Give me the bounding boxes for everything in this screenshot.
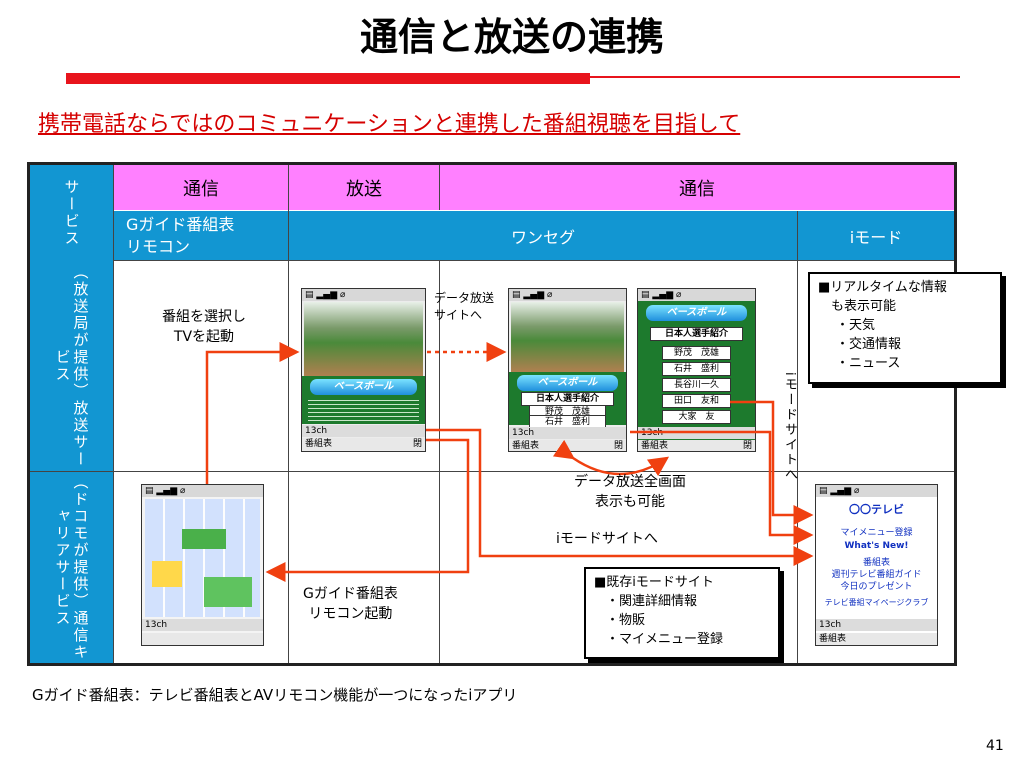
status-channel-5: 13ch xyxy=(819,620,842,630)
page-number: 41 xyxy=(986,738,1004,754)
row1-label-cell: （放送局が提供）放送サービス xyxy=(30,260,113,471)
player-1: 野茂 茂雄 xyxy=(662,346,731,360)
bottom-left-softkey-2: 番組表 xyxy=(512,441,540,451)
baseball-banner: ベースボール xyxy=(310,379,417,395)
callout-realtime-item-news: ・ニュース xyxy=(836,356,901,371)
player-2: 石井 盛利 xyxy=(662,362,731,376)
arrow-list-to-imode xyxy=(730,400,814,525)
imode-item-2: What's New! xyxy=(844,541,909,551)
baseball-banner-3: ベースボール xyxy=(646,305,747,321)
arrow-gguide-to-tv xyxy=(205,342,300,484)
service-label: サービス xyxy=(62,178,81,247)
player-header-3: 日本人選手紹介 xyxy=(650,327,743,341)
header-oneseg: ワンセグ xyxy=(289,211,797,260)
bottom-right-softkey: 閉 xyxy=(412,439,422,449)
footnote: Gガイド番組表：テレビ番組表とAVリモコン機能が一つになったiアプリ xyxy=(32,686,518,704)
note-select-program: 番組を選択し TVを起動 xyxy=(162,309,246,345)
callout-existing-item-details: ・関連詳細情報 xyxy=(606,594,698,609)
callout-realtime-info: ■リアルタイムな情報 も表示可能 ・天気 ・交通情報 ・ニュース xyxy=(808,272,1002,384)
imode-item-6: テレビ番組マイページクラブ xyxy=(824,598,929,607)
player-5: 大家 友 xyxy=(662,410,731,424)
baseball-banner-2: ベースボール xyxy=(517,375,618,391)
player-3: 長谷川一久 xyxy=(662,378,731,392)
callout-realtime-item-traffic: ・交通情報 xyxy=(836,337,902,352)
arrow-tv-to-imode xyxy=(426,428,814,566)
note-gguide-remote: Gガイド番組表 リモコン起動 xyxy=(303,586,398,622)
title-rule-thin xyxy=(590,76,960,78)
arrow-back-to-gguide xyxy=(265,438,470,582)
title-rule-thick xyxy=(66,73,590,84)
status-channel: 13ch xyxy=(305,426,328,436)
bottom-left-softkey-5: 番組表 xyxy=(819,634,847,644)
bottom-right-softkey-3: 閉 xyxy=(742,441,752,451)
service-label-cell: サービス xyxy=(30,165,113,260)
imode-item-3: 番組表 xyxy=(862,558,890,568)
callout-existing-item-sales: ・物販 xyxy=(606,613,646,628)
callout-realtime-item-weather: ・天気 xyxy=(836,318,876,333)
imode-item-4: 週刊テレビ番組ガイド xyxy=(831,570,922,580)
note-imode-site-vertical: iモードサイトへ xyxy=(782,372,797,483)
note-fullscreen: データ放送全画面 表示も可能 xyxy=(574,474,686,510)
note-imode-site: iモードサイトへ xyxy=(556,531,658,547)
phone-gguide: ▤ ▂▄▆ ⌀ 13ch xyxy=(141,484,264,646)
bottom-left-softkey: 番組表 xyxy=(305,439,333,449)
arrow-data-to-imode xyxy=(630,430,814,545)
row1-label: （放送局が提供）放送サービス xyxy=(53,263,90,468)
callout-existing-item-mymenu: ・マイメニュー登録 xyxy=(606,632,724,647)
slide-title: 通信と放送の連携 xyxy=(359,15,664,59)
player-4: 田口 友和 xyxy=(662,394,731,408)
phone-oneseg-tv: ▤ ▂▄▆ ⌀ ベースボール 13ch 番組表閉 xyxy=(301,288,426,452)
callout-realtime-heading: ■リアルタイムな情報 も表示可能 xyxy=(818,280,947,314)
status-channel-4: 13ch xyxy=(145,620,168,630)
imode-item-5: 今日のプレゼント xyxy=(840,582,913,592)
header-communication-2: 通信 xyxy=(440,165,954,210)
imode-title: 〇〇テレビ xyxy=(849,503,904,516)
header-communication-1: 通信 xyxy=(114,165,288,210)
row2-label-cell: （ドコモが提供）通信キャリアサービス xyxy=(30,471,113,663)
header-broadcast: 放送 xyxy=(289,165,439,210)
header-imode: iモード xyxy=(798,211,954,260)
arrow-fullscreen-swap xyxy=(552,439,670,477)
header-gguide: Gガイド番組表 リモコン xyxy=(114,211,288,260)
note-data-broadcast-site: データ放送 サイトへ xyxy=(434,291,495,322)
callout-existing-heading: ■既存iモードサイト xyxy=(594,575,714,590)
row2-label: （ドコモが提供）通信キャリアサービス xyxy=(53,473,90,661)
service-table: サービス （放送局が提供）放送サービス （ドコモが提供）通信キャリアサービス 通… xyxy=(27,162,957,666)
phone-imode-site: ▤ ▂▄▆ ⌀ 〇〇テレビ マイメニュー登録 What's New! 番組表 週… xyxy=(815,484,938,646)
status-channel-2: 13ch xyxy=(512,428,535,438)
callout-existing-imode: ■既存iモードサイト ・関連詳細情報 ・物販 ・マイメニュー登録 xyxy=(584,567,780,659)
imode-item-1: マイメニュー登録 xyxy=(840,528,913,538)
slide-subtitle: 携帯電話ならではのコミュニケーションと連携した番組視聴を目指して xyxy=(38,112,741,137)
